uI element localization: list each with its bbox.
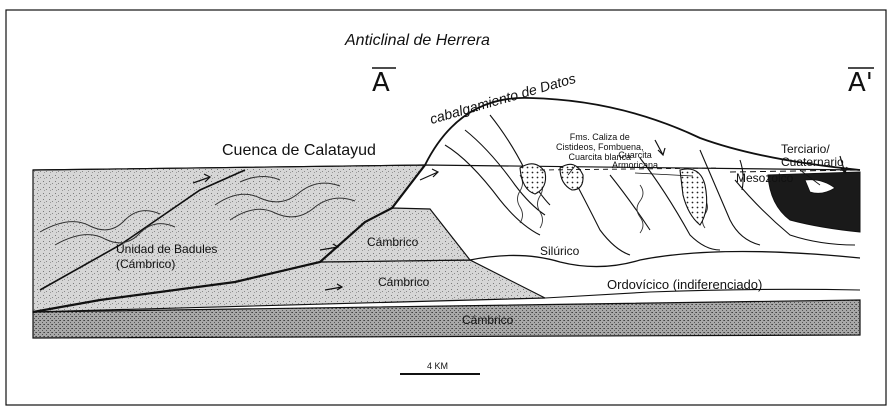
ordovicico-label: Ordovícico (indiferenciado) — [607, 277, 763, 292]
terciario-lens — [804, 179, 836, 194]
cambrico-base-label: Cámbrico — [462, 313, 514, 327]
ordovicico-base — [544, 288, 861, 299]
section-start-label: A — [372, 68, 390, 98]
armoricana-lens — [679, 168, 708, 226]
mesozoico-line — [729, 169, 861, 173]
formations-label: Fms. Caliza de Cistideos, Fombuena, Cuar… — [556, 132, 644, 162]
figure-frame — [5, 9, 887, 406]
surface-dashed — [539, 167, 721, 171]
anticline-wavy-strata — [517, 174, 708, 234]
badules-label: Unidad de Badules (Cámbrico) — [116, 242, 218, 271]
thrust-arrows — [192, 139, 848, 291]
terciario-label: Terciario/ Cuaternario — [781, 142, 844, 169]
section-end-label: A' — [848, 68, 873, 98]
quartzite-lens-2 — [559, 163, 584, 191]
scale-bar-label: 4 KM — [427, 361, 449, 371]
terciario-fill — [767, 171, 861, 233]
mesozoico-label: Mesozoico — [736, 171, 794, 185]
basal-cambrico-band — [32, 299, 861, 339]
anticline-outline — [424, 97, 861, 171]
silurico-label: Silúrico — [540, 244, 580, 258]
badules-folds — [39, 176, 356, 246]
badules-inner-fault — [39, 169, 246, 291]
basin-label: Cuenca de Calatayud — [222, 142, 376, 159]
main-thrust-line — [32, 164, 426, 314]
quartzite-lens-1 — [519, 163, 547, 195]
cambrico-upper-label: Cámbrico — [367, 235, 419, 249]
silurico-ordovicico-boundary — [469, 250, 861, 268]
anticline-strata — [444, 114, 856, 256]
cambrico-middle-label: Cámbrico — [378, 275, 430, 289]
figure-title: Anticlinal de Herrera — [345, 32, 490, 49]
armoricana-label: Cuarcita Armoricana — [612, 150, 659, 170]
leader-lines — [567, 165, 821, 186]
